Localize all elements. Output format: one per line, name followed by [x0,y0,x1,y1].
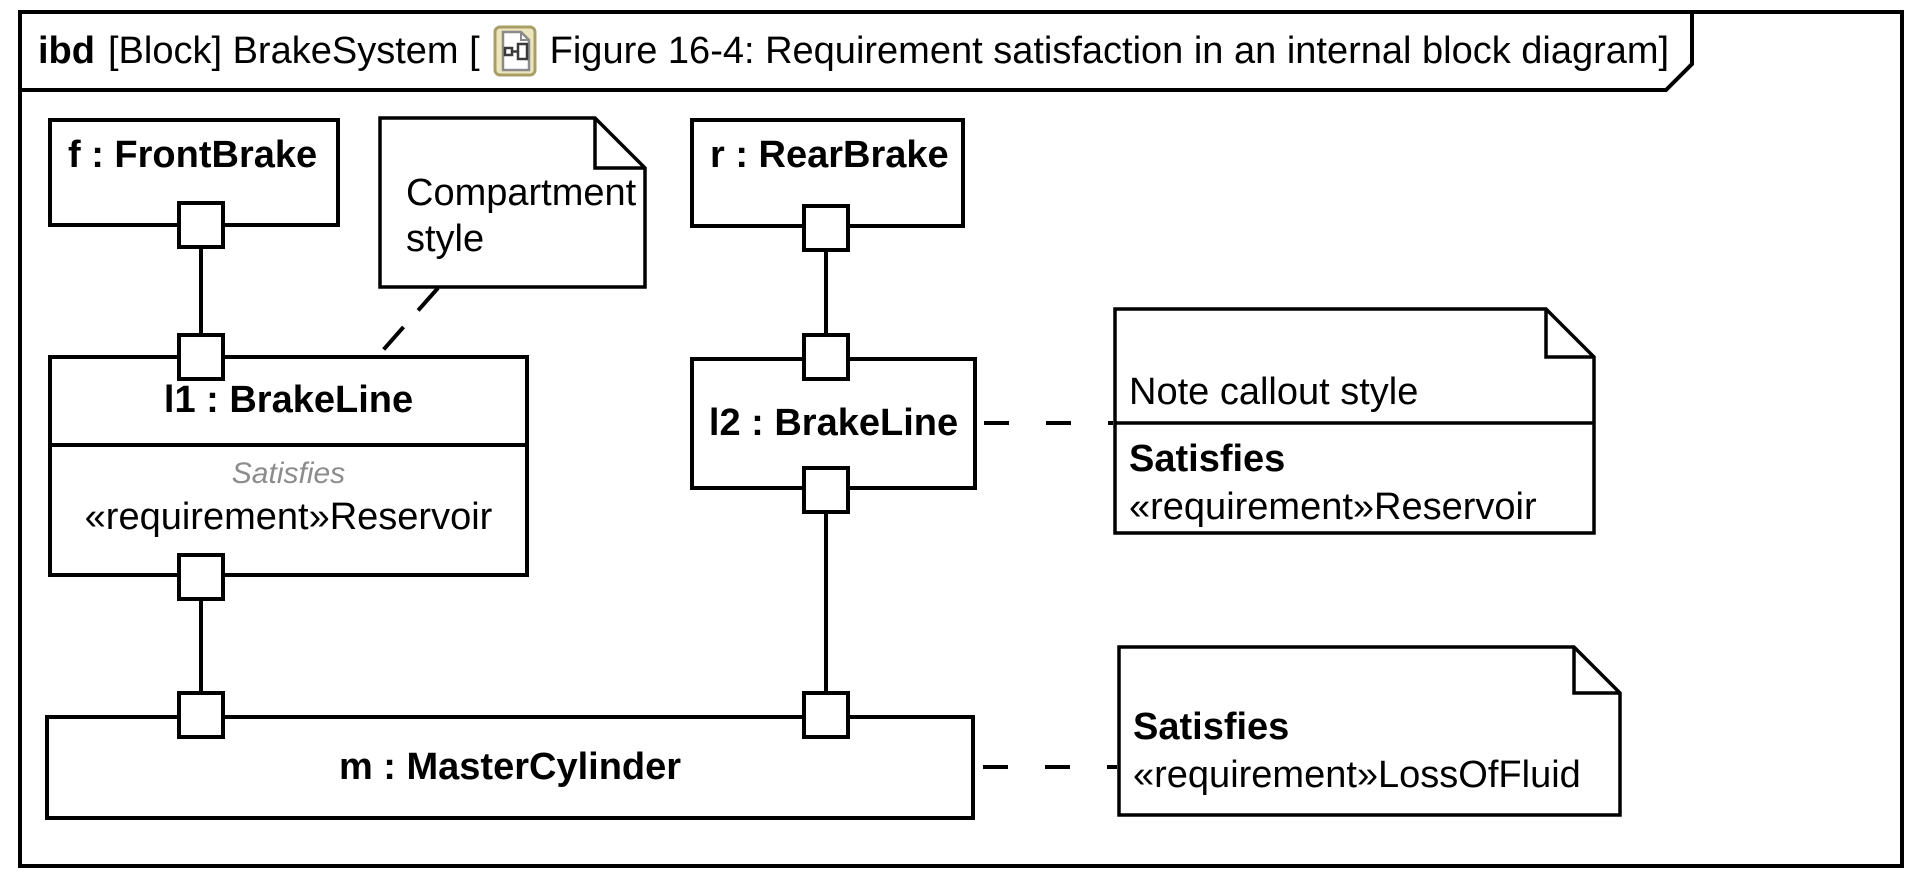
note-callout-body[interactable]: Satisfies «requirement»Reservoir [1129,423,1569,533]
anchor-compartment-style-note[interactable] [375,286,440,359]
note-callout-requirement-reservoir: «requirement»Reservoir [1129,486,1537,528]
diagram-title-tab [18,10,1694,92]
diagram-frame-header: ibd [Block] BrakeSystem [ Figure 16-4: R… [20,12,1692,90]
note-compartment-style-shape[interactable] [378,116,647,289]
satisfied-requirement-reservoir: «requirement»Reservoir [84,496,493,538]
port-mastercylinder-right-top[interactable] [802,691,850,739]
part-master-cylinder-label: m : MasterCylinder [338,745,682,788]
note-callout-title[interactable]: Note callout style [1129,371,1419,413]
note-compartment-style-fold [593,118,645,170]
note-lossoffluid-requirement-item: «requirement»LossOfFluid [1133,754,1581,796]
part-rear-brake-label: r : RearBrake [710,134,949,176]
diagram-figure-title: Figure 16-4: Requirement satisfaction in… [549,29,1670,72]
port-brakeline2-bottom[interactable] [802,466,850,514]
note-callout-shape[interactable] [1113,307,1596,535]
part-brake-line-1-label: l1 : BrakeLine [163,379,414,422]
satisfies-compartment-heading: Satisfies [231,457,346,490]
port-brakeline1-top[interactable] [177,333,225,381]
note-callout-satisfies-heading: Satisfies [1129,438,1286,480]
part-brake-line-2-label: l2 : BrakeLine [708,401,959,444]
port-mastercylinder-left-top[interactable] [177,691,225,739]
port-frontbrake-bottom[interactable] [177,201,225,249]
ibd-diagram-icon [493,25,537,77]
note-lossoffluid-body[interactable]: Satisfies «requirement»LossOfFluid [1133,647,1603,815]
part-front-brake-label: f : FrontBrake [68,134,318,176]
note-lossoffluid-fold [1572,647,1620,695]
note-lossoffluid-satisfies-heading: Satisfies [1133,706,1290,748]
diagram-kind-label: ibd [38,29,95,72]
note-compartment-style-text[interactable]: Compartment style [406,171,637,260]
part-rear-brake[interactable]: r : RearBrake [690,118,965,228]
part-brake-line-1-satisfies-compartment: Satisfies «requirement»Reservoir [52,447,525,541]
port-brakeline2-top[interactable] [802,333,850,381]
diagram-header-meta: [Block] BrakeSystem [ [107,29,480,72]
note-lossoffluid-shape[interactable] [1117,645,1622,817]
port-brakeline1-bottom[interactable] [177,553,225,601]
part-brake-line-1[interactable]: l1 : BrakeLine Satisfies «requirement»Re… [48,355,529,577]
port-rearbrake-bottom[interactable] [802,204,850,252]
note-callout-fold [1544,309,1594,359]
